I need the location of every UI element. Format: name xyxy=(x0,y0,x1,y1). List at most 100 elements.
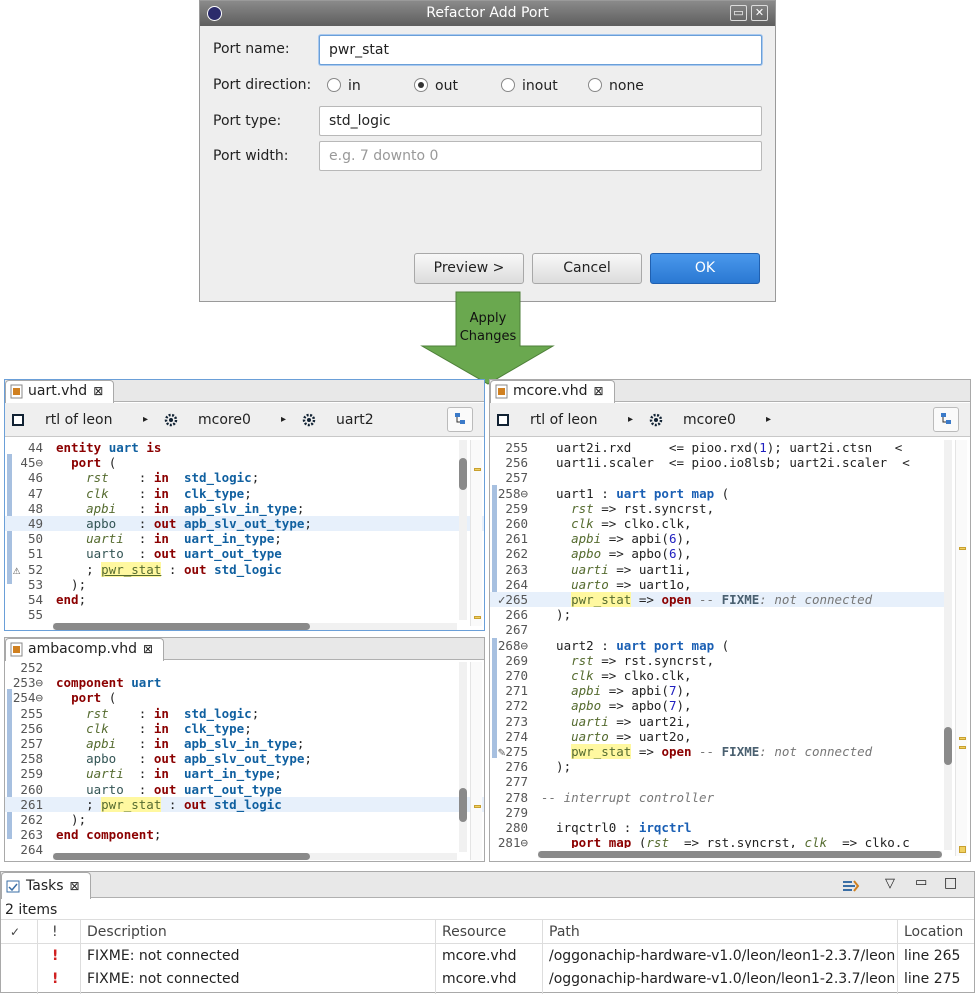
horizontal-scrollbar[interactable] xyxy=(53,623,457,630)
code-line: 45⊖ port ( xyxy=(20,455,117,471)
column-header-priority[interactable]: ! xyxy=(52,924,58,940)
port-name-label: Port name: xyxy=(213,41,290,57)
direction-none-radio[interactable]: none xyxy=(588,78,644,96)
chevron-right-icon[interactable]: ▸ xyxy=(766,414,772,425)
direction-out-radio[interactable]: out xyxy=(414,78,458,96)
port-width-input[interactable]: e.g. 7 downto 0 xyxy=(319,141,762,171)
outline-button[interactable] xyxy=(933,407,959,432)
outline-button[interactable] xyxy=(447,407,473,432)
vhdl-file-icon xyxy=(10,642,23,657)
chip-icon[interactable] xyxy=(496,413,510,427)
restore-window-icon[interactable]: ▭ xyxy=(730,5,747,21)
task-location: line 275 xyxy=(904,971,961,987)
annotation-marker[interactable] xyxy=(474,616,481,619)
dialog-title-bar[interactable]: Refactor Add Port ▭ ✕ xyxy=(200,1,775,26)
code-line: 277 xyxy=(505,774,528,790)
annotation-marker[interactable] xyxy=(474,468,481,471)
filter-icon[interactable] xyxy=(841,878,861,894)
chevron-right-icon[interactable]: ▸ xyxy=(628,414,634,425)
breadcrumb-item[interactable]: rtl of leon xyxy=(530,412,598,428)
port-name-input[interactable]: pwr_stat xyxy=(319,35,762,65)
column-header-path[interactable]: Path xyxy=(549,924,580,940)
code-line: 48 apbi : in apb_slv_in_type; xyxy=(27,500,305,516)
overview-ruler[interactable] xyxy=(955,440,967,856)
direction-in-radio[interactable]: in xyxy=(327,78,361,96)
breadcrumb-item[interactable]: mcore0 xyxy=(683,412,736,428)
down-arrow-icon xyxy=(420,291,555,385)
item-count: 2 items xyxy=(5,902,58,918)
column-header-location[interactable]: Location xyxy=(904,924,964,940)
annotation-marker[interactable] xyxy=(474,805,481,808)
code-line: 273 uarti => uart2i, xyxy=(505,713,692,729)
annotation-marker[interactable] xyxy=(959,737,966,740)
change-bar xyxy=(492,638,497,758)
cancel-button[interactable]: Cancel xyxy=(532,253,642,284)
scrollbar-thumb[interactable] xyxy=(459,788,467,822)
chevron-right-icon[interactable]: ▸ xyxy=(143,414,149,425)
code-line: 257 apbi : in apb_slv_in_type; xyxy=(20,736,305,751)
horizontal-scrollbar[interactable] xyxy=(538,851,942,858)
code-line: 261 ; pwr_stat : out std_logic xyxy=(5,796,484,812)
mcore-code-area[interactable]: 255 uart2i.rxd <= pioo.rxd(1); uart2i.ct… xyxy=(490,440,950,848)
code-line: 263 uarti => uart1i, xyxy=(505,561,692,577)
scrollbar-thumb[interactable] xyxy=(538,851,942,858)
gear-icon xyxy=(302,413,316,427)
column-header-description[interactable]: Description xyxy=(87,924,167,940)
radio-selected-icon xyxy=(414,78,428,92)
table-row[interactable]: ! FIXME: not connected mcore.vhd /oggona… xyxy=(1,968,975,991)
code-line: 252 xyxy=(20,660,43,675)
direction-inout-radio[interactable]: inout xyxy=(501,78,558,96)
code-line: 46 rst : in std_logic; xyxy=(27,470,260,486)
breadcrumb-item[interactable]: mcore0 xyxy=(198,412,251,428)
ok-button[interactable]: OK xyxy=(650,253,760,284)
column-divider xyxy=(37,919,38,994)
table-row[interactable]: ! FIXME: not connected mcore.vhd /oggona… xyxy=(1,945,975,968)
close-tab-icon[interactable]: ⊠ xyxy=(142,642,154,656)
scrollbar-thumb[interactable] xyxy=(944,727,952,765)
preview-button[interactable]: Preview > xyxy=(414,253,524,284)
breadcrumb-item[interactable]: rtl of leon xyxy=(45,412,113,428)
vertical-scrollbar[interactable] xyxy=(459,440,467,620)
view-menu-icon[interactable]: ▽ xyxy=(885,876,895,891)
close-tab-icon[interactable]: ⊠ xyxy=(93,384,104,398)
horizontal-scrollbar[interactable] xyxy=(53,853,457,860)
vertical-scrollbar[interactable] xyxy=(459,662,467,852)
annotation-marker[interactable] xyxy=(959,746,966,749)
annotation-marker[interactable] xyxy=(959,547,966,550)
overview-ruler[interactable] xyxy=(470,662,482,860)
task-path: /oggonachip-hardware-v1.0/leon/leon1-2.3… xyxy=(549,971,895,987)
tab-mcore-vhd[interactable]: mcore.vhd⊠ xyxy=(490,380,615,403)
code-line: 262 apbo => apbo(6), xyxy=(505,546,692,562)
close-window-icon[interactable]: ✕ xyxy=(751,5,768,21)
overview-ruler[interactable] xyxy=(470,440,482,626)
close-tab-icon[interactable]: ⊠ xyxy=(593,384,604,398)
vertical-scrollbar[interactable] xyxy=(944,440,952,850)
code-line: 53 ); xyxy=(27,576,87,592)
maximize-icon[interactable]: □ xyxy=(944,875,958,891)
column-header-resource[interactable]: Resource xyxy=(442,924,507,940)
tab-ambacomp-vhd[interactable]: ambacomp.vhd⊠ xyxy=(5,638,165,661)
scrollbar-thumb[interactable] xyxy=(53,853,310,860)
breadcrumb-item[interactable]: uart2 xyxy=(336,412,374,428)
chip-icon[interactable] xyxy=(11,413,25,427)
tab-tasks[interactable]: Tasks⊠ xyxy=(1,872,91,899)
code-line: 264 xyxy=(20,842,43,858)
minimize-icon[interactable]: ▭ xyxy=(915,875,928,890)
tab-uart-vhd[interactable]: uart.vhd⊠ xyxy=(5,380,115,403)
code-line: ✓265 pwr_stat => open -- FIXME: not conn… xyxy=(490,592,950,608)
code-line: 276 ); xyxy=(505,759,572,775)
column-divider xyxy=(435,919,436,994)
code-line: 268⊖ uart2 : uart port map ( xyxy=(497,637,730,653)
close-tab-icon[interactable]: ⊠ xyxy=(69,879,80,893)
column-header-completed[interactable]: ✓ xyxy=(10,925,21,939)
radio-circle-icon xyxy=(501,78,515,92)
scrollbar-thumb[interactable] xyxy=(459,458,467,490)
code-line: 262 ); xyxy=(20,812,87,827)
code-line: 55 xyxy=(27,607,43,623)
scrollbar-thumb[interactable] xyxy=(53,623,310,630)
task-location: line 265 xyxy=(904,948,961,964)
code-line: 274 uarto => uart2o, xyxy=(505,728,692,744)
chevron-right-icon[interactable]: ▸ xyxy=(281,414,287,425)
port-type-input[interactable]: std_logic xyxy=(319,106,762,136)
annotation-marker[interactable] xyxy=(959,846,966,853)
